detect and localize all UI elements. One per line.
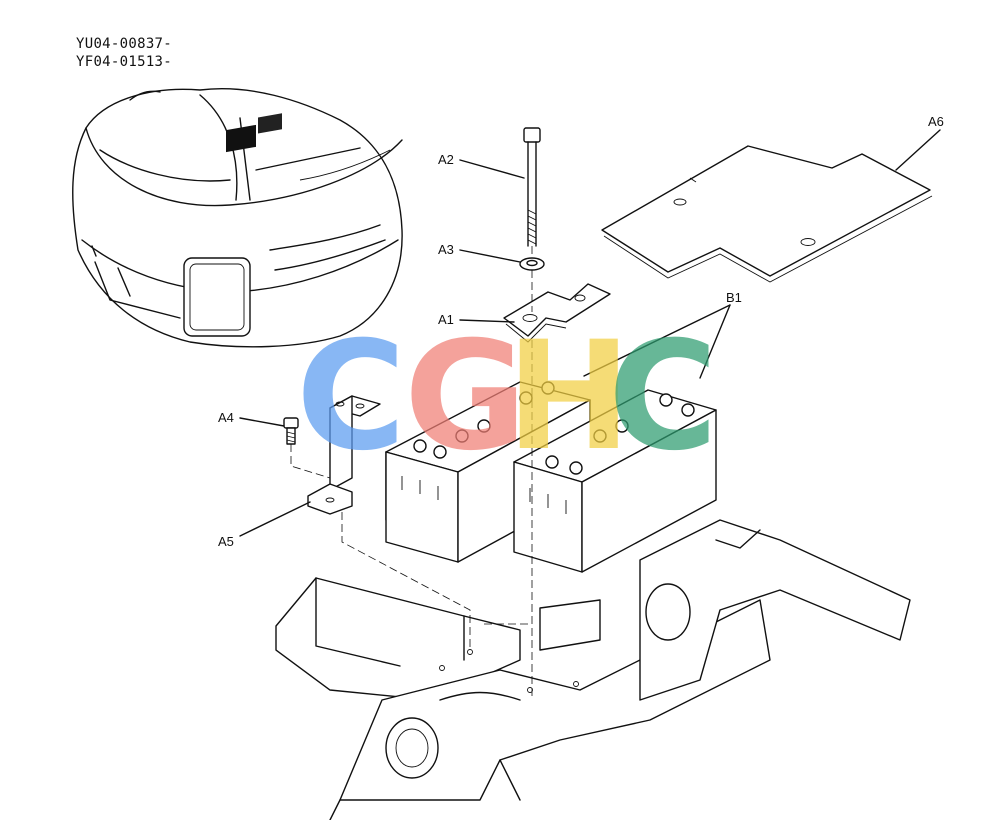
callout-a5: A5 — [218, 534, 234, 549]
callout-a1: A1 — [438, 312, 454, 327]
battery-b1-right-drawing — [513, 389, 717, 573]
cover-plate-a6-drawing — [601, 145, 933, 283]
watermark-logo: C G H C — [296, 310, 718, 484]
chassis-frame-drawing — [275, 519, 911, 820]
bracket-a1-drawing — [503, 283, 611, 343]
washer-a3-drawing — [519, 257, 545, 271]
machine-overview-drawing — [72, 88, 403, 348]
watermark-letter-3: H — [506, 310, 632, 484]
watermark-letter-1: C — [296, 310, 406, 484]
watermark-letter-4: C — [608, 310, 718, 484]
callout-a6: A6 — [928, 114, 944, 129]
callout-b1: B1 — [726, 290, 742, 305]
assembly-guide-lines — [290, 246, 533, 700]
callout-a4: A4 — [218, 410, 234, 425]
callout-a3: A3 — [438, 242, 454, 257]
serial-range-1: YU04-00837- — [76, 36, 173, 52]
serial-range-2: YF04-01513- — [76, 54, 173, 70]
callout-a2: A2 — [438, 152, 454, 167]
callout-leader-lines — [239, 129, 941, 537]
bracket-a5-drawing — [307, 395, 381, 515]
bolt-a2-drawing — [523, 127, 541, 247]
watermark-letter-2: G — [404, 310, 527, 484]
